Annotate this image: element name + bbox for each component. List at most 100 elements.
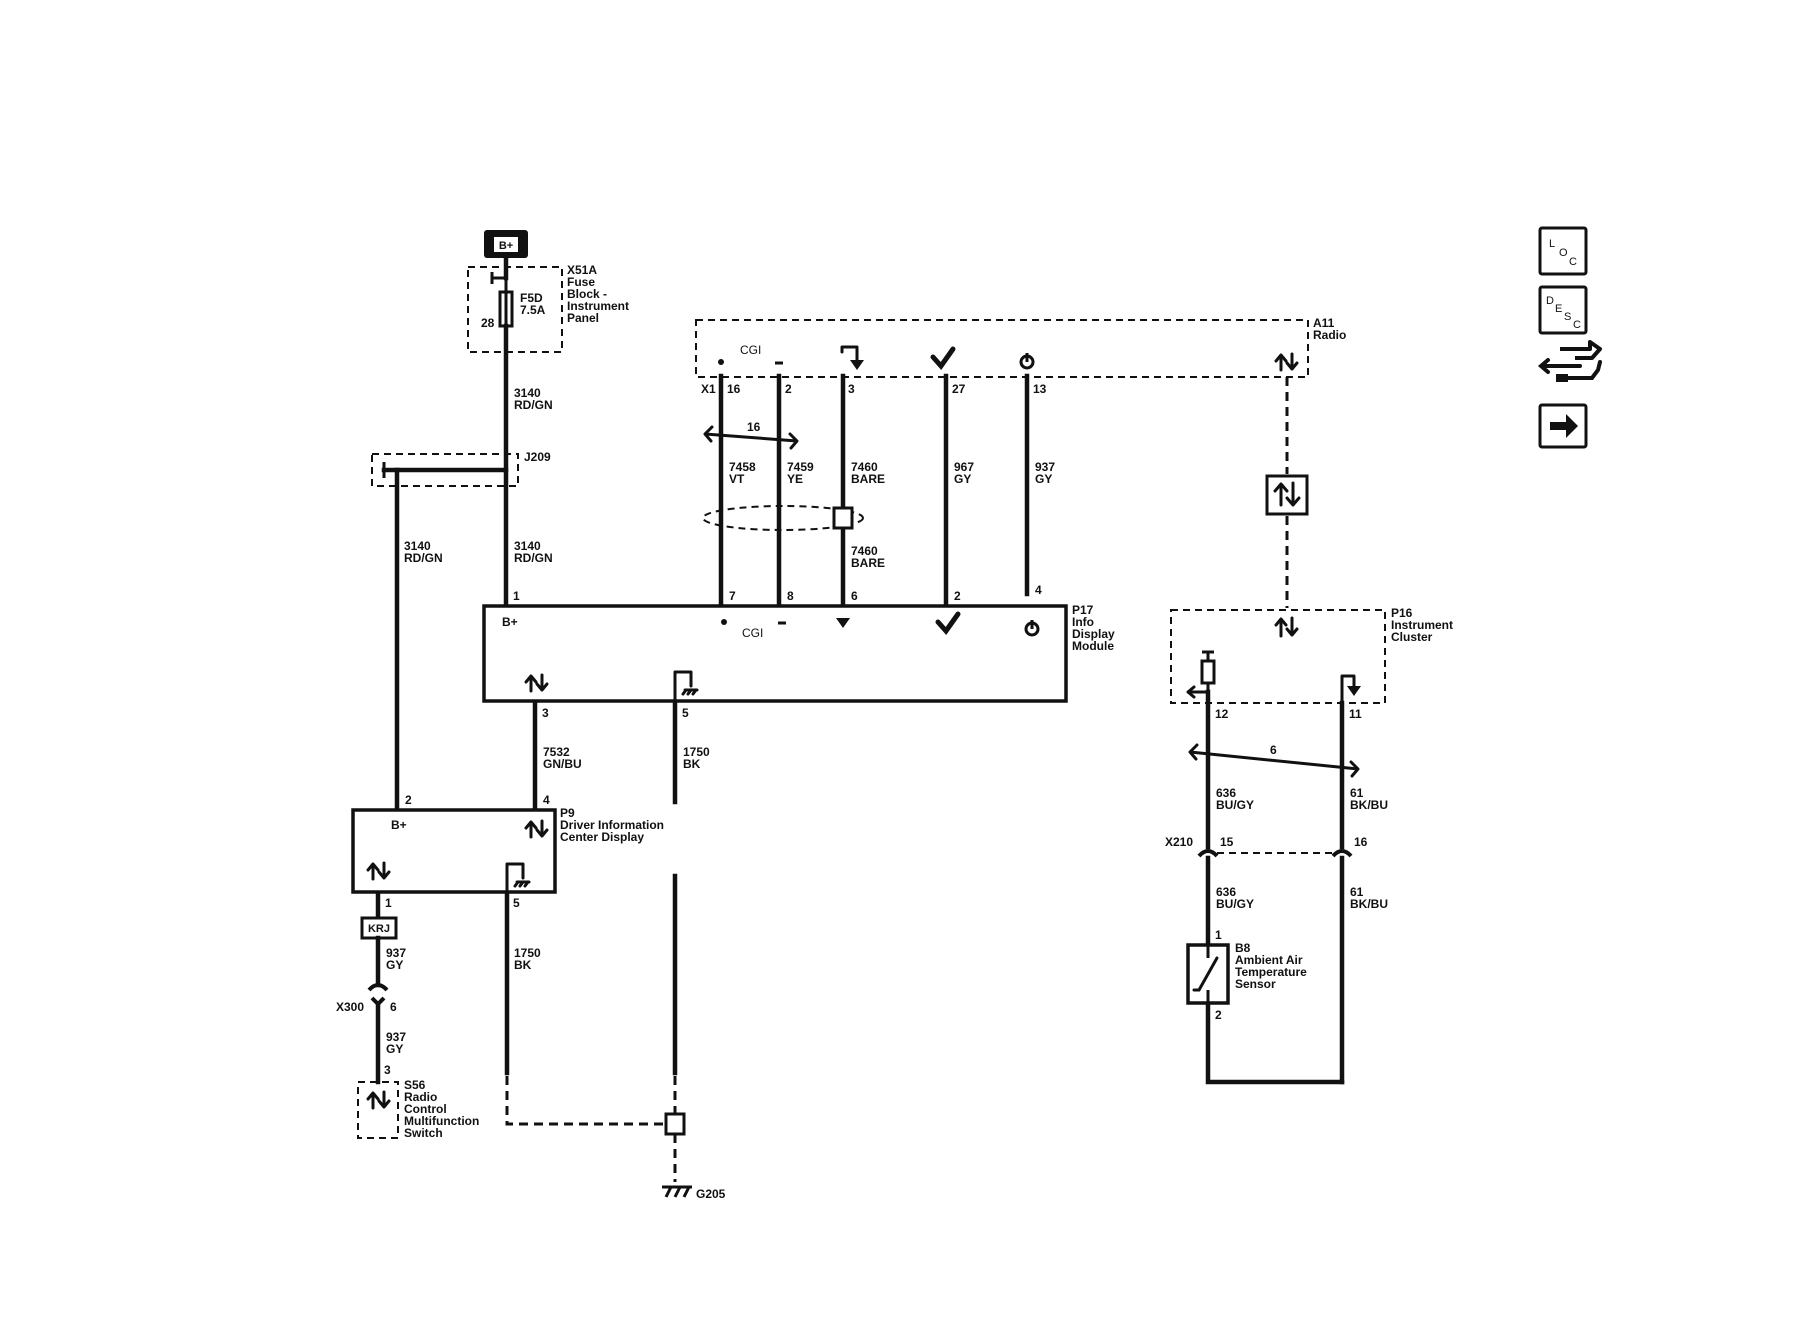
p9-pin-4: 4 (543, 793, 550, 807)
p9-pin-2: 2 (405, 793, 412, 807)
wire-937-top-color: GY (1035, 472, 1052, 486)
p9-ground-icon (505, 862, 531, 894)
connector-x210: X210 15 16 (1165, 835, 1368, 858)
wire-7460-upper-circuit: 7460 (851, 460, 878, 474)
sensor-pin-2: 2 (1215, 1008, 1222, 1022)
sensor-name-3: Sensor (1235, 977, 1276, 991)
loc-letter-o: O (1559, 247, 1568, 259)
p9-data-arrows-top-icon (524, 819, 549, 839)
loc-letter-c: C (1569, 256, 1577, 268)
p17-pin-3: 3 (542, 706, 549, 720)
krj-connector: KRJ (360, 916, 398, 940)
wire-937-a-circuit: 937 (386, 946, 406, 960)
x210-id: X210 (1165, 835, 1193, 849)
sensor-name-2: Temperature (1235, 965, 1307, 979)
switch-s56-name-2: Control (404, 1102, 447, 1116)
p17-name-1: Info (1072, 615, 1094, 629)
wire-3140-upper-color: RD/GN (514, 398, 553, 412)
description-nav-button[interactable]: D E S C (1538, 285, 1588, 335)
p17-pin-5: 5 (682, 706, 689, 720)
p17-ground-arrow-icon (836, 618, 850, 628)
radio-id: A11 (1313, 316, 1335, 330)
p17-id: P17 (1072, 603, 1094, 617)
wire-7460-upper-color: BARE (851, 472, 885, 486)
twist-label-left: 16 (747, 420, 761, 434)
wire-3140-left-color: RD/GN (404, 551, 443, 565)
p17-name-2: Display (1072, 627, 1115, 641)
radio-ground-arrow-icon (840, 345, 859, 364)
switch-s56-pin: 3 (384, 1063, 391, 1077)
wire-1750-right-color: BK (683, 757, 701, 771)
wire-3140-left-circuit: 3140 (404, 539, 431, 553)
sensor-id: B8 (1235, 941, 1251, 955)
fuse-block-name-3: Instrument (567, 299, 629, 313)
arrow-right-icon (1550, 414, 1578, 438)
twisted-pair-marker-right: 6 (1188, 743, 1360, 778)
switch-s56-id: S56 (404, 1078, 426, 1092)
radio-check-icon (930, 346, 956, 371)
wire-61-upper-color: BK/BU (1350, 798, 1388, 812)
sensor-name-1: Ambient Air (1235, 953, 1303, 967)
desc-letter-d: D (1546, 295, 1554, 307)
wire-967-color: GY (954, 472, 971, 486)
wire-7459-circuit: 7459 (787, 460, 814, 474)
p9-pin-1: 1 (385, 896, 392, 910)
radio-a11: A11 Radio CGI X1 16 2 3 27 13 (695, 316, 1346, 396)
p16-name-1: Instrument (1391, 618, 1453, 632)
p17-name-3: Module (1072, 639, 1114, 653)
fuse-block-id: X51A (567, 263, 597, 277)
wire-61-upper-circuit: 61 (1350, 786, 1364, 800)
wire-937-b-circuit: 937 (386, 1030, 406, 1044)
wire-937-top-circuit: 937 (1035, 460, 1055, 474)
info-display-module-p17: B+ CGI P17 Info Display Module (482, 603, 1115, 703)
radio-connector: X1 (701, 382, 716, 396)
p17-pin-2: 2 (954, 589, 961, 603)
p17-pin-4: 4 (1035, 583, 1042, 597)
fuse-name: F5D (520, 291, 543, 305)
p9-bplus: B+ (391, 818, 407, 832)
wire-1750-left-circuit: 1750 (514, 946, 541, 960)
x300-pin: 6 (390, 1000, 397, 1014)
wire-937-a-color: GY (386, 958, 403, 972)
wire-1750-right-circuit: 1750 (683, 745, 710, 759)
twisted-pair-marker-left: 16 (703, 420, 799, 450)
location-nav-button[interactable]: L O C (1538, 226, 1588, 276)
ground-splice (664, 1112, 686, 1136)
next-page-button[interactable] (1538, 403, 1588, 449)
ground-id: G205 (696, 1187, 726, 1201)
radio-pin-13: 13 (1033, 382, 1047, 396)
x210-pin-15: 15 (1220, 835, 1234, 849)
wire-3140-mid-circuit: 3140 (514, 539, 541, 553)
p9-name-2: Center Display (560, 830, 644, 844)
wire-967-circuit: 967 (954, 460, 974, 474)
p9-data-arrows-bottom-icon (366, 861, 391, 881)
p17-check-icon (935, 611, 961, 636)
p9-pin-5: 5 (513, 896, 520, 910)
p17-data-arrows-icon (524, 673, 549, 693)
p17-power-icon (1024, 620, 1040, 637)
p16-name-2: Cluster (1391, 630, 1433, 644)
radio-data-arrows-icon (1274, 352, 1299, 372)
wire-3140-mid-color: RD/GN (514, 551, 553, 565)
connector-views-icon[interactable] (1537, 340, 1602, 382)
wire-636-lower-color: BU/GY (1216, 897, 1254, 911)
wire-3140-upper-circuit: 3140 (514, 386, 541, 400)
fuse-block-x51a: 28 F5D 7.5A X51A Fuse Block - Instrument… (467, 263, 629, 353)
fuse-rating: 7.5A (520, 303, 546, 317)
radio-pin-16: 16 (727, 382, 741, 396)
wire-636-upper-circuit: 636 (1216, 786, 1236, 800)
desc-letter-s: S (1564, 311, 1571, 323)
radio-name: Radio (1313, 328, 1346, 342)
battery-terminal: B+ (484, 230, 528, 258)
p17-pin-8: 8 (787, 589, 794, 603)
radio-pin-2: 2 (785, 382, 792, 396)
wire-7460-lower-circuit: 7460 (851, 544, 878, 558)
ground-g205: G205 (662, 1185, 726, 1201)
x300-id: X300 (336, 1000, 364, 1014)
switch-s56: S56 Radio Control Multifunction Switch (357, 1078, 479, 1140)
wire-61-lower-color: BK/BU (1350, 897, 1388, 911)
wire-7458-circuit: 7458 (729, 460, 756, 474)
switch-s56-name-3: Multifunction (404, 1114, 479, 1128)
wire-636-lower-circuit: 636 (1216, 885, 1236, 899)
switch-s56-name-4: Switch (404, 1126, 443, 1140)
